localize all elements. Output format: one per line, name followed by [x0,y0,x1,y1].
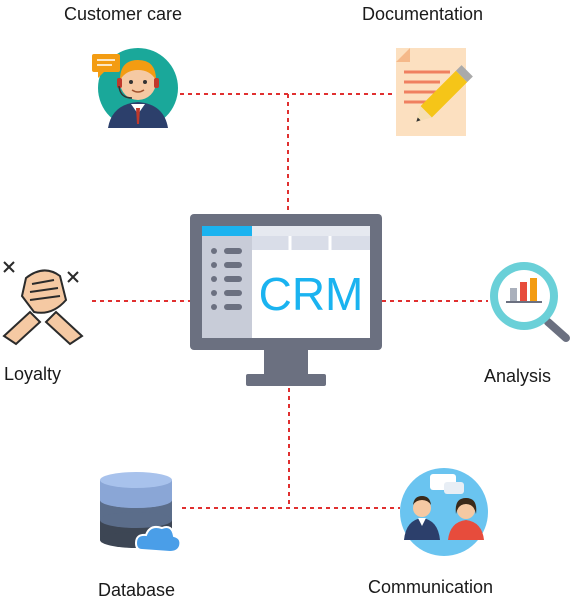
node-label-database: Database [98,580,176,600]
node-label-loyalty: Loyalty [4,364,62,384]
documentation-icon [396,48,473,136]
node-label-communication: Communication [368,577,494,597]
customer-care-icon [92,48,178,128]
crm-label: CRM [259,268,364,320]
crm-monitor: CRM [190,214,382,386]
database-icon [100,472,182,554]
node-label-customer-care: Customer care [64,4,183,24]
loyalty-icon [2,261,84,346]
connectors [92,93,488,509]
analysis-icon [490,262,570,342]
communication-icon [400,468,488,556]
node-label-analysis: Analysis [484,366,552,386]
node-label-documentation: Documentation [362,4,484,24]
